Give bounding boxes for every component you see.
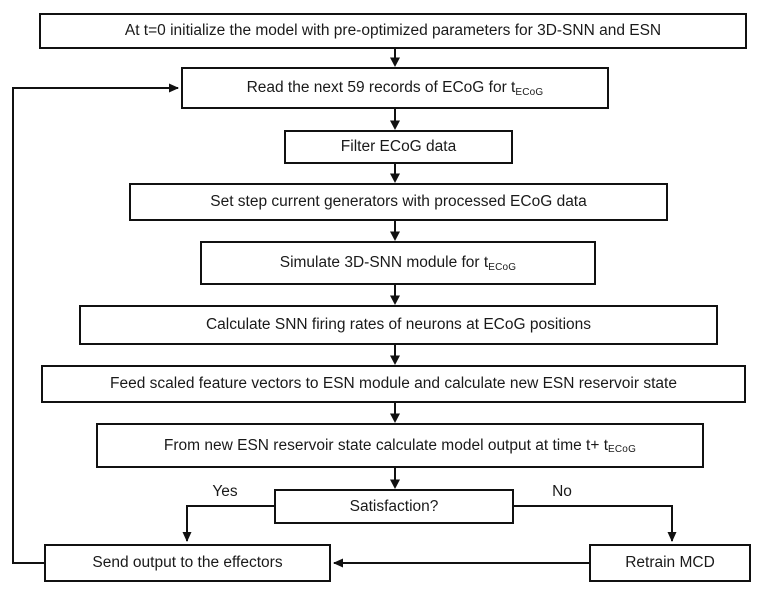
node-send-output-label: Send output to the effectors (92, 554, 283, 572)
node-feed-esn-label: Feed scaled feature vectors to ESN modul… (110, 375, 677, 393)
node-calculate-firing-rates-label: Calculate SNN firing rates of neurons at… (205, 316, 592, 334)
arrowhead-simulate-firing (390, 295, 400, 305)
arrowhead-init-read (390, 57, 400, 67)
arrow-decision-no-to-retrain (514, 505, 677, 542)
node-model-output-label: From new ESN reservoir state calculate m… (163, 436, 609, 454)
node-simulate-snn-subscript: ECoG (488, 261, 517, 273)
node-filter-ecog-label: Filter ECoG data (340, 138, 457, 156)
node-initialize: At t=0 initialize the model with pre-opt… (39, 13, 747, 49)
arrowhead-feed-output (390, 413, 400, 423)
node-filter-ecog: Filter ECoG data (284, 130, 513, 164)
node-set-current-generators-label: Set step current generators with process… (210, 193, 587, 211)
node-calculate-firing-rates: Calculate SNN firing rates of neurons at… (79, 305, 718, 345)
node-read-records-label: Read the next 59 records of ECoG for t (246, 79, 516, 97)
node-send-output: Send output to the effectors (44, 544, 331, 582)
node-feed-esn: Feed scaled feature vectors to ESN modul… (41, 365, 746, 403)
arrowhead-firing-feed (390, 355, 400, 365)
arrowhead-read-filter (390, 120, 400, 130)
node-retrain-mcd-label: Retrain MCD (625, 554, 715, 572)
arrowhead-setcurrent-simulate (390, 231, 400, 241)
branch-label-no: No (552, 483, 572, 500)
node-initialize-label: At t=0 initialize the model with pre-opt… (124, 22, 662, 40)
node-retrain-mcd: Retrain MCD (589, 544, 751, 582)
node-simulate-snn-label: Simulate 3D-SNN module for t (279, 254, 489, 272)
node-read-records-subscript: ECoG (515, 86, 544, 98)
node-model-output-subscript: ECoG (608, 444, 637, 455)
arrowhead-filter-setcurrent (390, 173, 400, 183)
node-model-output: From new ESN reservoir state calculate m… (96, 423, 704, 468)
node-set-current-generators: Set step current generators with process… (129, 183, 668, 221)
branch-label-yes: Yes (212, 483, 238, 500)
arrowhead-output-decision (390, 479, 400, 489)
arrow-send-feedback-to-read (12, 83, 179, 564)
node-satisfaction-decision: Satisfaction? (274, 489, 514, 524)
arrow-decision-yes-to-send (182, 505, 274, 542)
node-satisfaction-decision-label: Satisfaction? (349, 497, 439, 515)
